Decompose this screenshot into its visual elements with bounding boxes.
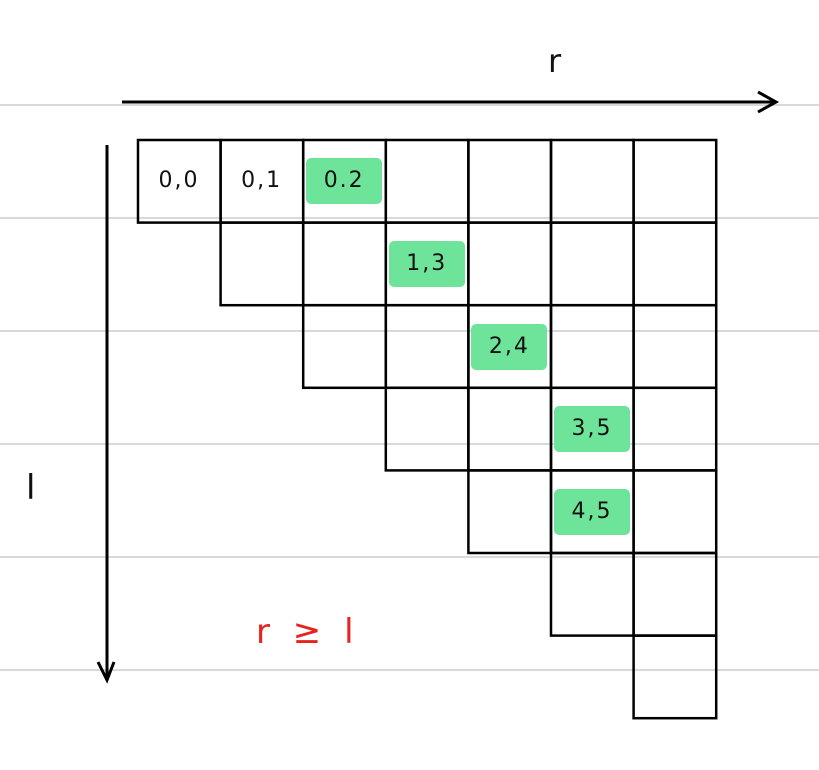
table-cell [632, 303, 718, 390]
table-cell [549, 138, 635, 224]
r-axis-arrowhead [757, 90, 780, 114]
cell-label: 0,1 [241, 168, 283, 194]
table-cell [219, 221, 305, 307]
table-cell [301, 303, 388, 390]
l-axis-label: l [26, 468, 36, 508]
table-cell [136, 138, 222, 224]
cell-label: 0,0 [158, 168, 200, 194]
ruled-line [0, 669, 819, 671]
ruled-line [0, 217, 819, 219]
ruled-line [0, 556, 819, 558]
ruled-line [0, 104, 819, 106]
table-cell [632, 634, 718, 720]
table-cell [549, 386, 635, 472]
table-cell [549, 221, 635, 307]
table-cell [549, 551, 635, 637]
table-cell [384, 303, 470, 390]
l-axis-arrowhead [96, 661, 116, 684]
r-axis-label: r [548, 42, 562, 80]
table-cell [384, 386, 470, 472]
table-cell [632, 551, 718, 637]
cell-label: 3,5 [554, 406, 630, 453]
table-cell [467, 138, 553, 224]
table-cell [467, 303, 553, 390]
table-cell [384, 138, 470, 224]
condition-label: r ≥ l [256, 612, 360, 652]
table-cell [219, 138, 305, 224]
table-cell [632, 469, 718, 555]
table-cell [384, 221, 470, 307]
table-cell [549, 303, 635, 390]
cell-label: 4,5 [554, 488, 630, 535]
ruled-line [0, 443, 819, 445]
cell-label: 2,4 [471, 323, 548, 370]
table-cell [549, 469, 635, 555]
ruled-line [0, 330, 819, 332]
table-cell [632, 386, 718, 472]
table-cell [467, 469, 553, 555]
table-cell [632, 138, 718, 224]
table-cell [301, 221, 388, 307]
table-cell [632, 221, 718, 307]
cell-label: 1,3 [388, 240, 465, 287]
table-cell [467, 221, 553, 307]
cell-label: 0.2 [306, 158, 383, 205]
table-cell [467, 386, 553, 472]
table-cell [301, 138, 388, 224]
